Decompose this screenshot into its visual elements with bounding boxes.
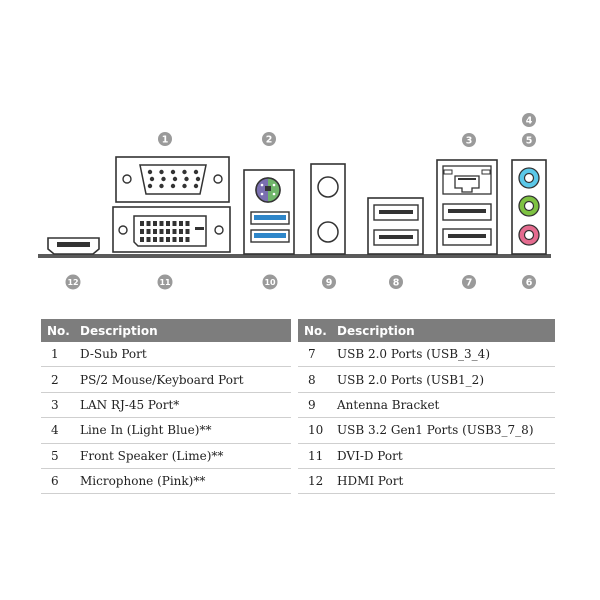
badge-12: 12 — [65, 274, 81, 290]
row-no: 4 — [41, 417, 80, 444]
badge-8-label: 8 — [393, 278, 400, 289]
badge-5-label: 5 — [526, 136, 533, 147]
badge-1: 1 — [158, 132, 172, 146]
row-no: 10 — [298, 417, 337, 444]
dsub-port — [115, 156, 230, 203]
badge-3-label: 3 — [466, 136, 473, 147]
badge-2-label: 2 — [266, 135, 273, 146]
row-description: PS/2 Mouse/Keyboard Port — [80, 366, 291, 393]
row-description: LAN RJ-45 Port* — [80, 392, 291, 419]
badge-1-label: 1 — [162, 135, 169, 146]
ps2-usb3-stack — [243, 169, 295, 255]
audio-jack-stack — [511, 159, 547, 255]
badge-8: 8 — [389, 275, 403, 289]
badge-9-label: 9 — [326, 278, 333, 289]
lan-usb2-stack — [436, 159, 498, 255]
table-header-row: No. Description — [41, 319, 291, 342]
row-description: USB 2.0 Ports (USB1_2) — [337, 366, 555, 393]
antenna-bracket — [310, 163, 346, 255]
usb2-ports-8 — [367, 197, 424, 255]
badge-12-label: 12 — [67, 278, 78, 287]
row-description: HDMI Port — [337, 468, 555, 495]
row-no: 8 — [298, 366, 337, 393]
row-no: 2 — [41, 366, 80, 393]
panel-baseline — [38, 254, 551, 258]
rear-io-panel-diagram: 1 2 3 4 5 6 7 8 9 10 11 12 — [38, 113, 551, 290]
badge-4-label: 4 — [526, 116, 533, 127]
row-no: 11 — [298, 443, 337, 469]
badge-4: 4 — [522, 113, 536, 127]
header-description: Description — [337, 319, 555, 342]
row-no: 9 — [298, 392, 337, 419]
row-description: Line In (Light Blue)** — [80, 417, 291, 444]
badge-6: 6 — [522, 275, 536, 289]
badge-11: 11 — [157, 274, 173, 290]
badge-2: 2 — [262, 132, 276, 146]
row-no: 6 — [41, 468, 80, 495]
badge-6-label: 6 — [526, 278, 533, 289]
dvi-d-port — [112, 206, 231, 253]
header-no: No. — [41, 319, 80, 342]
microphone-jack — [518, 224, 540, 246]
table-header-row: No. Description — [298, 319, 555, 342]
header-description: Description — [80, 319, 291, 342]
row-description: Microphone (Pink)** — [80, 468, 291, 495]
row-description: USB 3.2 Gen1 Ports (USB3_7_8) — [337, 417, 555, 444]
row-no: 5 — [41, 443, 80, 469]
badge-5: 5 — [522, 133, 536, 147]
badge-3: 3 — [462, 133, 476, 147]
row-description: Antenna Bracket — [337, 392, 555, 419]
header-no: No. — [298, 319, 337, 342]
row-no: 7 — [298, 342, 337, 368]
line-in-jack — [518, 167, 540, 189]
row-no: 12 — [298, 468, 337, 495]
hdmi-port — [47, 237, 100, 255]
row-description: USB 2.0 Ports (USB_3_4) — [337, 342, 555, 368]
badge-10-label: 10 — [264, 278, 276, 287]
row-description: D-Sub Port — [80, 342, 291, 368]
row-description: DVI-D Port — [337, 443, 555, 469]
row-no: 1 — [41, 342, 80, 368]
badge-11-label: 11 — [159, 278, 171, 287]
badge-7-label: 7 — [466, 278, 473, 289]
badge-7: 7 — [462, 275, 476, 289]
row-description: Front Speaker (Lime)** — [80, 443, 291, 469]
badge-9: 9 — [322, 275, 336, 289]
front-speaker-jack — [518, 195, 540, 217]
badge-10: 10 — [262, 274, 278, 290]
row-no: 3 — [41, 392, 80, 419]
